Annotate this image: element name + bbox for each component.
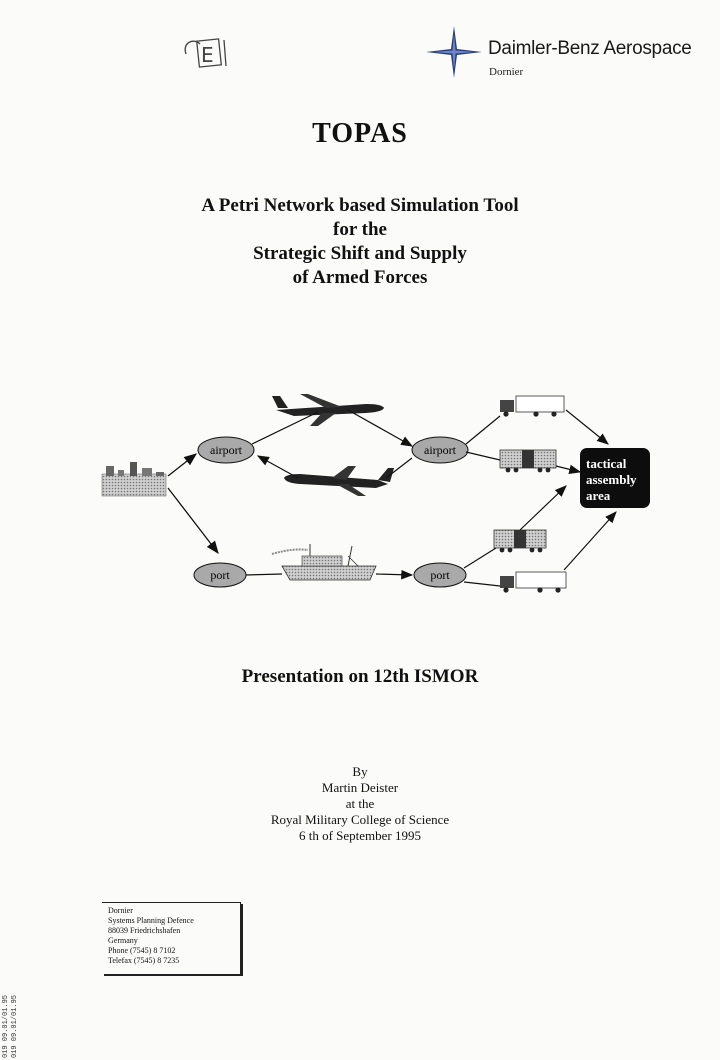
port-origin-node: port [193,562,247,588]
side-code-text: 019 09.01/01.95 [11,994,19,1058]
byline: By Martin Deister at the Royal Military … [0,764,720,844]
tactical-label-line: tactical [586,456,627,471]
subtitle-line: Strategic Shift and Supply [253,243,467,264]
airplane-icon [284,466,394,496]
port-origin-label: port [210,568,230,582]
port-dest-node: port [413,562,467,588]
city-skyline-icon [101,462,167,497]
logistics-diagram: airport port airport port [101,394,650,593]
airport-dest-node: airport [411,436,469,464]
document-title: TOPAS [312,118,408,149]
division-name: Dornier [489,66,524,78]
byline-author: Martin Deister [321,780,399,795]
byline-at: at the [345,796,375,811]
port-dest-label: port [430,568,450,582]
subtitle-line: of Armed Forces [292,267,428,288]
handwritten-mark: E [184,38,227,68]
tactical-label-line: assembly [586,472,637,487]
airplane-icon [272,394,384,426]
subtitle-line: A Petri Network based Simulation Tool [201,195,519,216]
byline-by: By [352,764,368,779]
tactical-label-line: area [586,488,611,503]
star-logo-icon [426,26,482,78]
presentation-heading: Presentation on 12th ISMOR [241,666,479,687]
address-line: Telefax (7545) 8 7235 [108,956,180,965]
address-line: Systems Planning Defence [108,916,194,925]
side-code-text: 019 09.01/01.95 [2,994,10,1058]
address-box: Dornier Systems Planning Defence 88039 F… [102,902,241,974]
address-line: Phone (7545) 8 7102 [108,946,176,955]
company-name: Daimler-Benz Aerospace [488,38,692,59]
ship-icon [271,544,377,581]
truck-icon [500,571,567,593]
railcar-icon [499,449,557,473]
address-line: Dornier [108,906,133,915]
address-line: Germany [108,936,138,945]
address-line: 88039 Friedrichshafen [108,926,181,935]
airport-origin-label: airport [210,443,243,457]
airport-origin-node: airport [197,436,255,464]
handwritten-mark-text: E [201,43,214,67]
side-print-code: 019 09.01/01.95 019 09.01/01.95 [2,980,22,1060]
airport-dest-label: airport [424,443,457,457]
byline-date: 6 th of September 1995 [298,828,422,843]
tactical-assembly-area-node: tactical assembly area [580,448,650,508]
subtitle: A Petri Network based Simulation Tool fo… [0,194,720,290]
subtitle-line: for the [333,219,387,240]
byline-venue: Royal Military College of Science [270,812,450,827]
railcar-icon [493,529,547,553]
truck-icon [500,395,565,417]
